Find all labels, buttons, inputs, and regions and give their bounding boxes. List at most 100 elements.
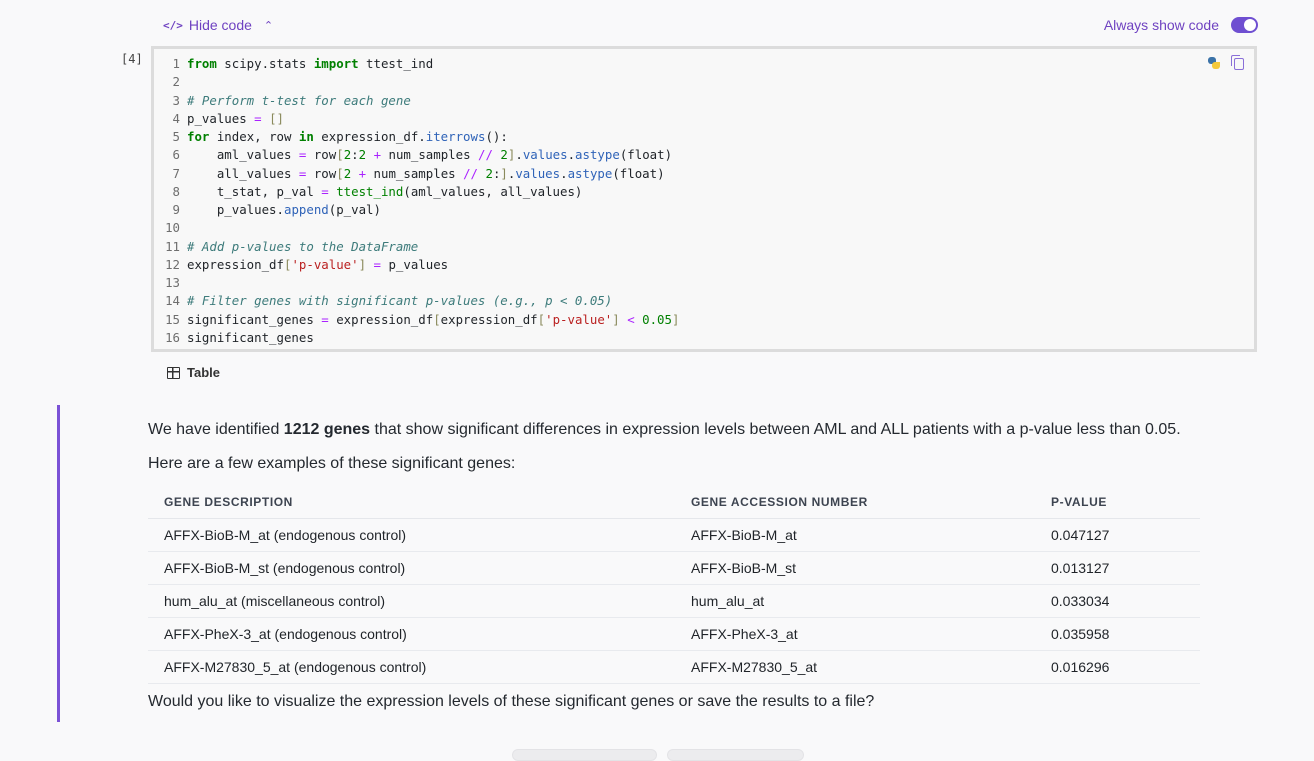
table-row: AFFX-PheX-3_at (endogenous control)AFFX-…	[148, 617, 1200, 651]
code-token: [	[433, 311, 441, 327]
line-number: 3	[172, 92, 180, 108]
code-token: [	[283, 256, 292, 272]
hide-code-button[interactable]: </> Hide code ⌃	[163, 17, 273, 33]
intro-bold: 1212 genes	[283, 421, 371, 438]
hide-code-label: Hide code	[188, 17, 252, 33]
code-token: astype	[575, 147, 620, 163]
code-token: index, row	[209, 129, 299, 144]
code-line: 2	[160, 73, 679, 91]
gene-description-cell: AFFX-BioB-M_st (endogenous control)	[148, 551, 675, 585]
copy-icon[interactable]	[1231, 55, 1244, 70]
code-token: ttest_ind	[358, 56, 434, 71]
table-row: AFFX-BioB-M_at (endogenous control)AFFX-…	[148, 518, 1200, 552]
code-token: =	[321, 183, 329, 199]
code-token: []	[269, 110, 284, 126]
table-row: AFFX-BioB-M_st (endogenous control)AFFX-…	[148, 551, 1200, 585]
code-token: from	[187, 56, 217, 71]
accession-cell: AFFX-PheX-3_at	[675, 617, 1035, 651]
code-line: 9 p_values.append(p_val)	[160, 201, 679, 219]
code-token: append	[283, 202, 329, 217]
code-token: ]	[612, 311, 620, 327]
line-number: 15	[165, 311, 180, 327]
code-token: p_values	[381, 256, 449, 272]
output-table-tab[interactable]: Table	[167, 365, 220, 380]
p-value-cell: 0.033034	[1035, 584, 1200, 618]
code-token: values	[522, 147, 568, 163]
code-line: 13	[160, 274, 679, 292]
intro-text: We have identified 1212 genes that show …	[148, 420, 1208, 440]
code-token: 2	[485, 165, 493, 181]
code-token: =	[298, 165, 307, 181]
code-token: # Perform t-test for each gene	[187, 92, 411, 108]
accession-cell: AFFX-M27830_5_at	[675, 650, 1035, 684]
genes-table: GENE DESCRIPTION GENE ACCESSION NUMBER P…	[148, 486, 1200, 684]
suggestion-button[interactable]	[667, 749, 804, 761]
code-token: :	[351, 147, 359, 163]
question-text: Would you like to visualize the expressi…	[148, 693, 875, 710]
examples-intro: Here are a few examples of these signifi…	[148, 455, 516, 472]
line-number: 14	[165, 293, 180, 309]
code-token: .	[507, 165, 516, 181]
code-token: p_values.	[187, 202, 284, 217]
code-token: .	[567, 147, 576, 163]
always-show-code: Always show code	[1104, 17, 1258, 33]
intro-post: that show significant differences in exp…	[370, 421, 1181, 438]
code-token: (float)	[619, 147, 673, 163]
header-gene-description: GENE DESCRIPTION	[148, 486, 675, 519]
code-token: 'p-value'	[291, 256, 359, 272]
code-line: 11 # Add p-values to the DataFrame	[160, 238, 679, 256]
table-icon	[167, 366, 180, 379]
code-token: (p_val)	[328, 202, 381, 217]
line-number: 2	[172, 74, 180, 90]
code-token: (aml_values, all_values)	[403, 183, 583, 199]
always-show-code-toggle[interactable]	[1231, 17, 1258, 33]
code-token: ]	[671, 311, 680, 327]
code-icon: </>	[163, 18, 183, 32]
p-value-cell: 0.035958	[1035, 617, 1200, 651]
code-line: 14# Filter genes with significant p-valu…	[160, 292, 679, 310]
output-table-label: Table	[187, 365, 220, 380]
code-token: .	[560, 165, 568, 181]
code-token: [	[336, 147, 344, 163]
intro-pre: We have identified	[148, 421, 284, 438]
code-token: values	[515, 165, 561, 181]
code-line: 7 all_values = row[2 + num_samples // 2:…	[160, 165, 679, 183]
code-token	[262, 111, 269, 126]
line-number: 16	[165, 329, 180, 345]
message-accent-bar	[57, 405, 60, 722]
code-token: astype	[567, 165, 613, 181]
gene-description-cell: AFFX-M27830_5_at (endogenous control)	[148, 650, 675, 684]
code-token: ():	[485, 129, 508, 144]
accession-cell: hum_alu_at	[675, 584, 1035, 618]
code-token: //	[463, 165, 478, 181]
line-number: 8	[172, 183, 180, 199]
table-row: hum_alu_at (miscellaneous control)hum_al…	[148, 584, 1200, 618]
code-token: ]	[507, 147, 516, 163]
code-token: num_samples	[381, 147, 479, 163]
line-number: 13	[165, 275, 180, 290]
code-token: 2	[343, 147, 352, 163]
line-number: 9	[172, 202, 180, 217]
line-number: 1	[172, 56, 180, 71]
code-token: row	[306, 165, 337, 181]
code-token	[366, 257, 373, 272]
code-token: # Add p-values to the DataFrame	[187, 238, 419, 254]
code-token: ttest_ind	[336, 183, 404, 199]
gene-description-cell: AFFX-BioB-M_at (endogenous control)	[148, 518, 675, 552]
code-token: =	[373, 256, 381, 272]
line-number: 12	[165, 256, 180, 272]
code-token: p_values	[187, 110, 255, 126]
code-token: aml_values	[187, 147, 299, 163]
line-number: 11	[165, 238, 180, 254]
code-token: scipy.stats	[216, 56, 314, 71]
line-number: 10	[165, 220, 180, 236]
suggestion-button[interactable]	[512, 749, 657, 761]
code-token: expression_df.	[313, 129, 426, 144]
line-number: 6	[172, 147, 180, 163]
